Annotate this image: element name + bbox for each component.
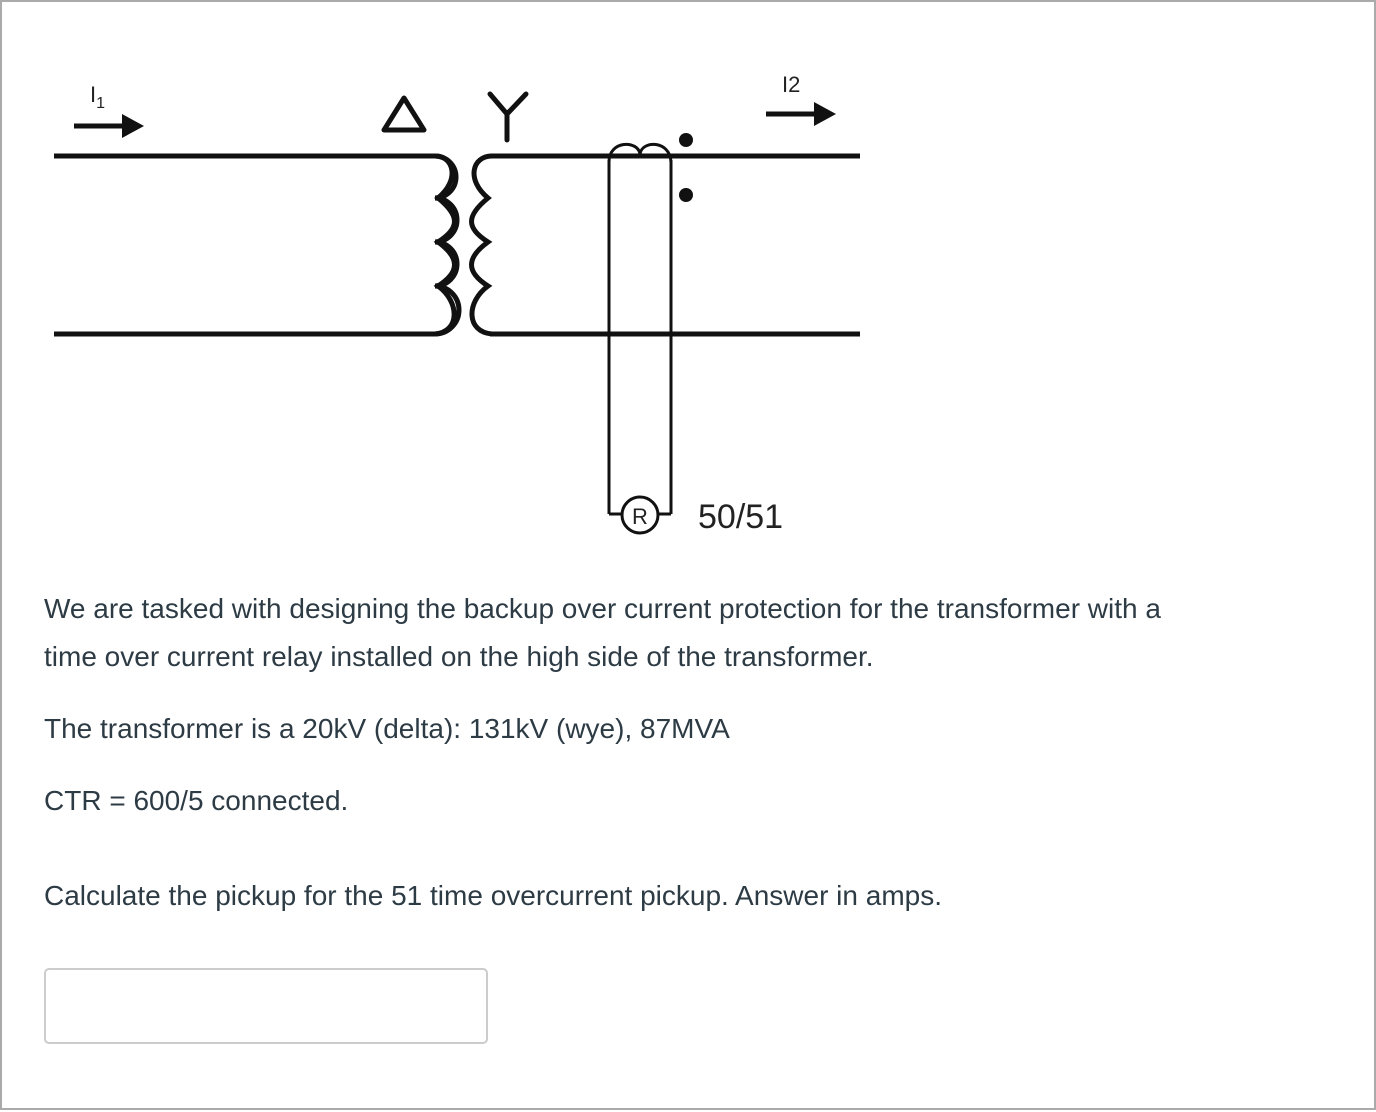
relay-circle-icon [620, 495, 660, 535]
relay-symbol: R [632, 504, 648, 529]
description-line-1: We are tasked with designing the backup … [44, 593, 1161, 624]
wye-symbol-icon [487, 91, 529, 143]
polarity-dot-icon [679, 188, 693, 202]
description-paragraph: We are tasked with designing the backup … [44, 585, 1161, 681]
primary-winding [433, 153, 457, 337]
answer-input[interactable] [44, 968, 488, 1044]
polarity-dot-icon [679, 133, 693, 147]
current-transformer [607, 133, 693, 514]
current-i1-label: I1 [90, 82, 105, 112]
secondary-winding [469, 153, 493, 337]
question-prompt: Calculate the pickup for the 51 time ove… [44, 880, 942, 911]
one-line-diagram: I1 I2 [54, 72, 860, 536]
transformer-rating-text: The transformer is a 20kV (delta): 131kV… [44, 713, 730, 744]
arrow-right-icon [122, 114, 144, 138]
relay-50-51: R 50/51 [609, 495, 783, 536]
delta-symbol-icon [381, 95, 427, 133]
ctr-text: CTR = 600/5 connected. [44, 785, 349, 816]
primary-lines [54, 153, 462, 337]
arrow-right-icon [814, 102, 836, 126]
current-i2-label: I2 [782, 72, 800, 97]
description-line-2: time over current relay installed on the… [44, 641, 874, 672]
relay-label: 50/51 [698, 498, 783, 536]
current-i1-indicator: I1 [74, 82, 144, 138]
current-i2-indicator: I2 [766, 72, 836, 126]
